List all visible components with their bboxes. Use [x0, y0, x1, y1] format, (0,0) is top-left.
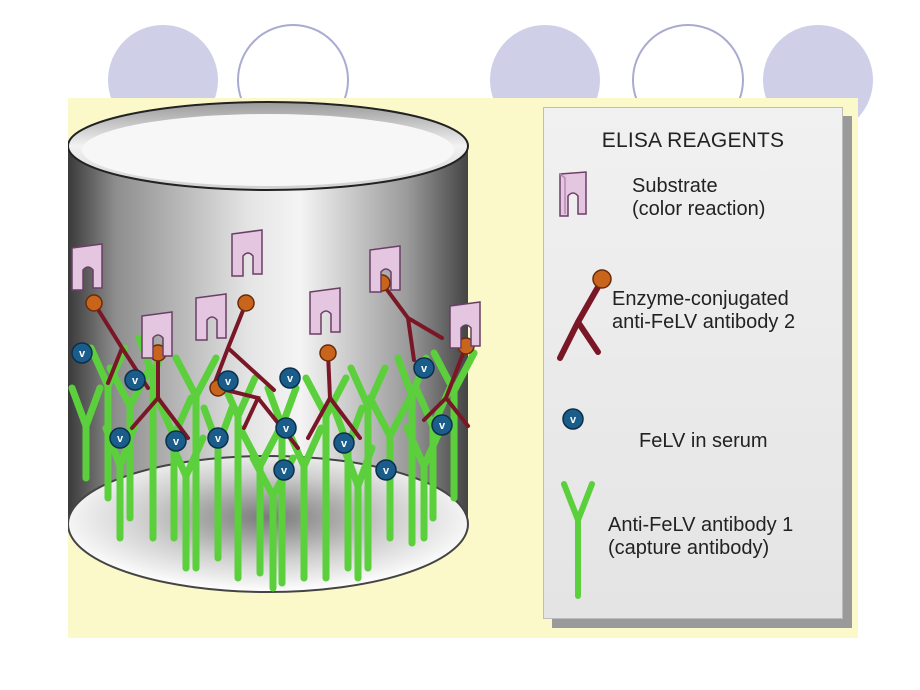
felv-particle: v [165, 430, 187, 452]
legend-text-enzyme-antibody: Enzyme-conjugated anti-FeLV antibody 2 [612, 288, 796, 333]
svg-text:v: v [79, 348, 86, 360]
felv-particle-layer: v v v v v v v v v v v v v [71, 342, 453, 481]
felv-particle: v [273, 459, 295, 481]
legend-text-capture-antibody: Anti-FeLV antibody 1 (capture antibody) [608, 514, 794, 559]
legend-text-felv: FeLV in serum [639, 430, 768, 452]
svg-text:v: v [383, 465, 390, 477]
svg-text:v: v [225, 376, 232, 388]
felv-particle: v [217, 370, 239, 392]
felv-particle: v [109, 427, 131, 449]
enzyme-antibody-layer [92, 281, 470, 450]
enzyme-antibody [210, 301, 276, 392]
substrate-molecule [231, 229, 263, 277]
svg-text:v: v [287, 373, 294, 385]
svg-text:v: v [215, 433, 222, 445]
felv-particle: v [333, 432, 355, 454]
enzyme-antibody [306, 351, 362, 440]
enzyme-antibody-icon [557, 269, 612, 361]
felv-particle: v [71, 342, 93, 364]
substrate-molecule [195, 293, 227, 341]
substrate-molecule [71, 243, 103, 291]
svg-text:v: v [281, 465, 288, 477]
felv-particle: v [207, 427, 229, 449]
legend-title: ELISA REAGENTS [601, 129, 785, 152]
substrate-molecule [369, 245, 401, 293]
substrate-molecule [141, 311, 173, 359]
svg-text:v: v [439, 420, 446, 432]
substrate-icon [559, 171, 587, 217]
enzyme-ball [319, 344, 337, 362]
capture-antibody [68, 384, 104, 482]
elisa-well-illustration: v v v v v v v v v v v v v [68, 101, 481, 593]
enzyme-antibody [130, 351, 190, 440]
svg-text:v: v [173, 436, 180, 448]
felv-particle: v [375, 459, 397, 481]
legend-panel: ELISA REAGENTS Substrate (color reaction… [543, 107, 843, 619]
elisa-figure: v v v v v v v v v v v v v ELISA REAGENTS Substrate (… [68, 98, 858, 638]
felv-particle: v [431, 414, 453, 436]
enzyme-ball [85, 294, 103, 312]
svg-text:v: v [341, 438, 348, 450]
capture-antibody [302, 374, 350, 582]
capture-antibody [172, 354, 220, 572]
svg-text:v: v [283, 423, 290, 435]
legend-text-substrate: Substrate (color reaction) [632, 175, 766, 220]
enzyme-antibody [380, 281, 444, 362]
felv-particle: v [279, 367, 301, 389]
enzyme-antibody [422, 344, 470, 428]
felv-icon: v [562, 408, 584, 430]
substrate-layer [71, 229, 481, 359]
svg-text:v: v [117, 433, 124, 445]
capture-antibody [403, 424, 445, 542]
felv-particle: v [124, 369, 146, 391]
felv-particle: v [413, 357, 435, 379]
capture-antibody [340, 444, 376, 582]
enzyme-ball [237, 294, 255, 312]
capture-antibody [366, 394, 414, 542]
well-rim-inner [82, 114, 454, 186]
svg-text:v: v [132, 375, 139, 387]
svg-text:v: v [421, 363, 428, 375]
felv-particle: v [275, 417, 297, 439]
substrate-molecule [449, 301, 481, 349]
capture-antibody-icon [561, 481, 595, 599]
svg-text:v: v [570, 414, 577, 426]
capture-antibody [347, 364, 389, 572]
substrate-molecule [309, 287, 341, 335]
